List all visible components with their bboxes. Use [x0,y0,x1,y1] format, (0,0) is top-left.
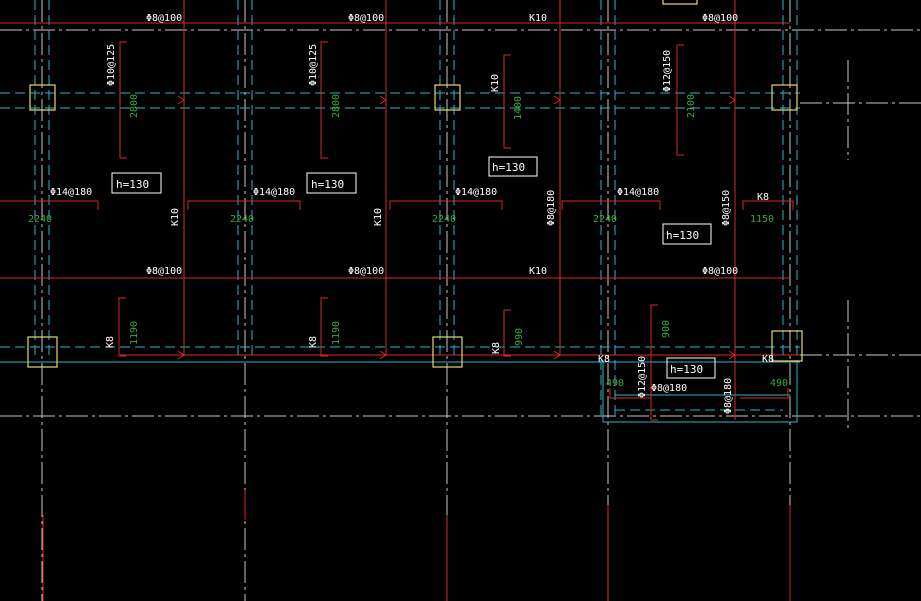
dimension-label: 990 [514,328,525,346]
slab-thickness-label: h=130 [666,229,699,242]
dimension-label: 2240 [28,214,52,225]
bar-label: Φ8@100 [702,266,738,277]
column-partial [662,0,698,5]
bar-label: Φ8@150 [721,190,732,226]
bar-label: K10 [373,208,384,226]
bar-label: Φ10@125 [308,44,319,86]
dimension-label: 2100 [686,94,697,118]
bar-label: Φ8@100 [348,13,384,24]
column [29,84,56,111]
bar-label: K10 [529,266,547,277]
bar-label: Φ8@100 [348,266,384,277]
slab-thickness-label: h=130 [116,178,149,191]
bar-label: K8 [762,354,774,365]
bar-label: Φ14@180 [617,187,659,198]
slab-thickness-label: h=130 [670,363,703,376]
bar-label: K8 [491,342,502,354]
dimension-label: 2240 [230,214,254,225]
dimension-label: 2800 [129,94,140,118]
bar-label: K10 [490,74,501,92]
bar-label: Φ14@180 [253,187,295,198]
dimension-label: 1190 [129,321,140,345]
bar-label: Φ12@150 [637,356,648,398]
bar-label: Φ12@150 [662,50,673,92]
bar-label: K10 [529,13,547,24]
dimension-label: 2240 [432,214,456,225]
beam-lines [0,0,800,420]
slab-thickness-boxes [111,156,716,379]
rebar-arrows [177,95,736,360]
rebar-lines [0,0,800,601]
dimension-label: 2240 [593,214,617,225]
bar-label: Φ8@100 [146,266,182,277]
bar-label: K8 [105,336,116,348]
bar-label: Φ8@100 [702,13,738,24]
column [27,336,58,368]
bar-label: Φ8@180 [651,383,687,394]
bar-label: Φ14@180 [50,187,92,198]
dimension-label: 1400 [513,96,524,120]
bar-label: K8 [598,354,610,365]
columns [27,0,803,368]
dimension-label: 1190 [331,321,342,345]
slab-thickness-label: h=130 [311,178,344,191]
dimension-label: 490 [770,378,788,389]
bar-label: Φ8@100 [146,13,182,24]
column [434,84,461,111]
dimension-label: 900 [661,320,672,338]
column [771,330,803,362]
bar-label: K8 [308,336,319,348]
bar-label: K10 [170,208,181,226]
bar-label: K8 [757,192,769,203]
column [771,84,798,111]
dimension-label: 1150 [750,214,774,225]
dimension-label: 490 [606,378,624,389]
bar-label: Φ10@125 [106,44,117,86]
column [432,336,463,368]
dimension-label: 2800 [331,94,342,118]
bar-label: Φ8@180 [723,378,734,414]
bar-label: Φ14@180 [455,187,497,198]
bar-label: Φ8@180 [546,190,557,226]
slab-thickness-label: h=130 [492,161,525,174]
